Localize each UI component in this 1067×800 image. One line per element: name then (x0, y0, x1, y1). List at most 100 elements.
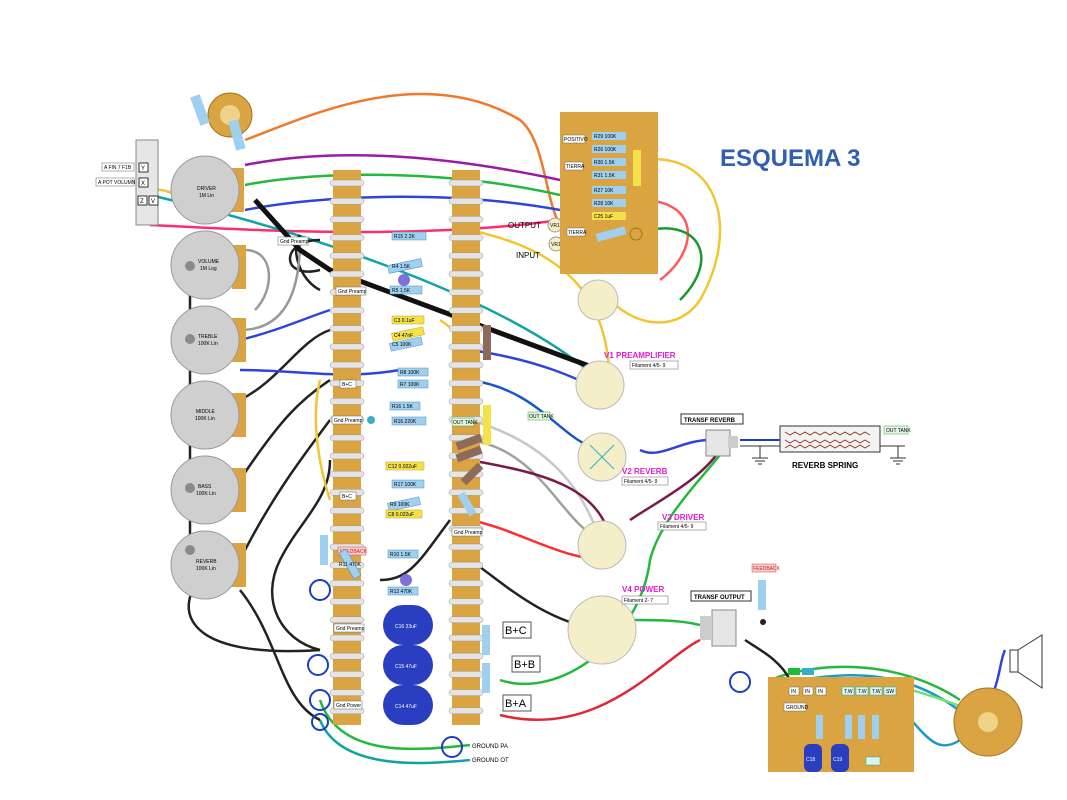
resistor-r7: R7 100K (397, 379, 429, 389)
eyelet (448, 616, 484, 624)
jack-pin-y: Y (141, 166, 145, 172)
pb-ground: GROUND (786, 705, 809, 711)
resistor-r16a-label: R16 1.5K (392, 404, 414, 410)
feedback-label-2: FEEDBACK (753, 566, 781, 572)
input-jack: A FIN 7 F1B A POT VOLUMN Y X Z V (95, 139, 159, 226)
pb-in-1: IN (791, 689, 796, 695)
eyelet (448, 179, 484, 187)
eyelet (448, 325, 484, 332)
jack-pin-v: V (151, 199, 155, 205)
turret-board-left (329, 170, 365, 725)
tube-v4-name: V4 POWER (622, 585, 664, 594)
rail-ba: B+A (505, 698, 527, 710)
tb-r28: R28 10K (592, 199, 626, 207)
feedback-label: FEEDBACK (340, 549, 368, 555)
pb-in-2: IN (805, 689, 810, 695)
eyelet (448, 671, 484, 678)
eyelet (448, 270, 484, 278)
resistor-r5-label: R5 1.5K (392, 288, 411, 294)
tube-v3-filament: Filament 4/5- 9 (660, 524, 694, 530)
pot-reverb[interactable]: REVERB 100K Lin (170, 530, 246, 600)
gnd-power-label: Gnd Power (336, 703, 361, 709)
cap-c8: C8 0.022uF (385, 509, 423, 519)
eyelet (329, 179, 365, 187)
tube-v2-filament: Filament 4/5- 9 (624, 479, 658, 485)
resistor-r15-label: R15 2.2K (394, 234, 416, 240)
out-tank-label-2: OUT TANK (529, 414, 554, 420)
resistor-r16b: R16 220K (391, 416, 427, 426)
resistor-r8-label: R8 100K (400, 370, 420, 376)
jack-pin-x: X (141, 181, 145, 187)
left-board-components: R15 2.2K R4 1.5K R5 1.5K C3 0.1uF C4 47n… (320, 231, 491, 693)
eyelet (329, 671, 365, 678)
eyelet (448, 216, 484, 223)
ground-labels: GROUND PA GROUND OT (472, 744, 509, 764)
eyelet (329, 234, 365, 241)
tube-v4-filament: Filament 2- 7 (624, 598, 653, 604)
eyelet (448, 307, 484, 314)
eyelet (329, 652, 365, 660)
rail-bc: B+C (505, 625, 527, 637)
tube-v1-filament: Filament 4/5- 9 (632, 363, 666, 369)
pb-sw: SW (886, 689, 894, 695)
out-tank-label-3: OUT TANK (886, 428, 911, 434)
resistor-r16a: R16 1.5K (389, 401, 421, 411)
resistor-r4-label: R4 1.5K (392, 264, 411, 270)
cap-c14-label: C14 47uF (395, 704, 417, 710)
resistor-r16b-label: R16 220K (394, 419, 417, 425)
pot-treble[interactable]: TREBLE 100K Lin (170, 305, 246, 375)
resistor-r8: R8 100K (397, 367, 429, 377)
resistor-r17-label: R17 100K (394, 482, 417, 488)
pb-cap-c18-label: C18 (806, 757, 815, 763)
tb-r31: R31 1.5K (592, 171, 626, 179)
resistor-r12: R12 470K (387, 586, 419, 596)
gnd-preamp-label-1: Gnd Preamp (280, 239, 309, 245)
pot-middle[interactable]: MIDDLE 100K Lin (170, 380, 246, 450)
eyelet (329, 598, 365, 605)
ground-ot-label: GROUND OT (472, 758, 509, 764)
eyelet (329, 452, 365, 460)
tube-v1-name: V1 PREAMPLIFIER (604, 351, 676, 360)
speaker-icon (1009, 634, 1043, 689)
vr10-label: VR10 (550, 223, 563, 229)
pb-cap-c19: C19 (831, 744, 849, 772)
pot-volume[interactable]: VOLUME 1M Log (170, 230, 246, 300)
rail-bb: B+B (514, 659, 535, 671)
cap-c16: C16 33uF (383, 605, 433, 645)
eyelet (329, 270, 365, 278)
pb-tw-1: T.W (844, 689, 853, 695)
eyelet (329, 580, 365, 587)
board-tierra-2: TIERRA (568, 230, 587, 236)
eyelet (329, 507, 365, 514)
tb-c25-label: C25 1uF (594, 214, 613, 220)
bc-label-2: B+C (342, 494, 352, 500)
gnd-preamp-label-4: Gnd Preamp (336, 626, 365, 632)
eyelet (329, 252, 365, 260)
gnd-preamp-label-2: Gnd Preamp (338, 289, 367, 295)
eyelet (448, 561, 484, 569)
eyelet (329, 616, 365, 624)
pot-bass[interactable]: BASS 100K Lin (170, 455, 246, 525)
tb-r27: R27 10K (592, 186, 626, 194)
board-tierra-1: TIERRA (566, 164, 585, 170)
pb-tw-2: T.W (858, 689, 867, 695)
eyelet (329, 343, 365, 351)
eyelet (448, 543, 484, 551)
eyelet (329, 398, 365, 405)
ground-pa-label: GROUND PA (472, 744, 508, 750)
eyelet (329, 216, 365, 223)
pot-bass-name: BASS (198, 484, 212, 490)
tube-v3: V3 DRIVER Filament 4/5- 9 (577, 513, 707, 570)
tb-r27-label: R27 10K (594, 188, 614, 194)
resistor-r5: R5 1.5K (389, 285, 423, 295)
cap-c15-label: C15 47uF (395, 664, 417, 670)
transf-output-label: TRANSF OUTPUT (694, 595, 745, 601)
eyelet (448, 598, 484, 605)
eyelet (329, 434, 365, 442)
reverb-transformer: TRANSF REVERB (680, 413, 744, 457)
cap-c8-label: C8 0.022uF (388, 512, 414, 518)
ground-loops (307, 579, 751, 758)
pot-driver[interactable]: DRIVER 1M Lin (170, 155, 244, 225)
tb-r29-label: R29 100K (594, 134, 617, 140)
eyelet (448, 379, 484, 387)
